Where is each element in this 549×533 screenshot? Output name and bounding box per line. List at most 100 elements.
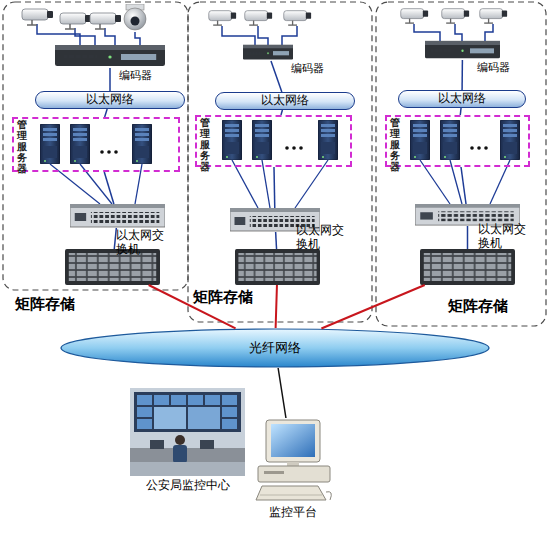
camera-icon xyxy=(60,13,91,29)
camera-wire xyxy=(282,26,297,45)
server-group: 管理服务器 xyxy=(195,115,352,167)
switch-icon xyxy=(415,204,520,225)
operator-body xyxy=(173,445,187,463)
camera-wire xyxy=(222,26,255,45)
camera-wire xyxy=(37,24,80,46)
device-label: 矩阵存储 xyxy=(448,298,528,315)
ellipsis-dot xyxy=(107,150,111,154)
camera-wire xyxy=(455,24,462,41)
ellipsis-dots xyxy=(100,146,488,154)
matrix-storage: 矩阵存储 xyxy=(235,249,320,285)
monitor-case xyxy=(266,420,320,462)
camera-wire xyxy=(75,28,95,46)
network-link xyxy=(104,172,114,204)
server-group: 管理服务器 xyxy=(385,115,530,167)
encoder-device: 编码器 xyxy=(243,44,293,61)
mouse-cable xyxy=(326,492,331,500)
matrix-storage: 矩阵存储 xyxy=(65,249,160,285)
network-link xyxy=(105,109,108,117)
column-frame xyxy=(3,2,188,290)
vertical-label: 管理服务器 xyxy=(200,117,211,172)
wall-screen xyxy=(222,395,237,405)
device-label: 矩阵存储 xyxy=(15,296,95,313)
server-icon xyxy=(500,120,520,160)
ethernet-band: 以太网络 xyxy=(35,91,185,109)
camera-icon xyxy=(480,9,507,23)
server-wire xyxy=(295,160,328,208)
video-wall xyxy=(134,392,241,432)
server-icon xyxy=(440,120,460,160)
network-link xyxy=(467,226,469,249)
camera-wire xyxy=(135,32,140,46)
node-label: 以太网络 xyxy=(438,92,486,106)
wall-screen xyxy=(205,395,220,405)
key-row xyxy=(260,495,322,496)
device-label: 编码器 xyxy=(291,63,341,76)
computer-icon xyxy=(256,420,331,500)
console-desk xyxy=(130,448,245,462)
monitor-stand xyxy=(287,462,299,466)
drive-slot xyxy=(264,471,284,474)
network-link xyxy=(278,368,286,418)
encoder-icon xyxy=(55,45,165,66)
camera-icon xyxy=(209,11,236,25)
server-icon xyxy=(222,120,242,160)
server-wire xyxy=(262,160,270,208)
column-frame xyxy=(188,2,372,322)
photo-background xyxy=(130,388,245,476)
storage-icon xyxy=(420,249,515,285)
matrix-storage: 矩阵存储 xyxy=(420,249,515,285)
network-link xyxy=(114,228,116,249)
storage-icon xyxy=(235,249,320,285)
server-icon xyxy=(132,124,152,164)
column-frame xyxy=(3,2,546,326)
camera-icon xyxy=(401,9,428,23)
network-link xyxy=(273,167,275,208)
network-link xyxy=(321,285,424,328)
control-center-photo: 公安局监控中心 xyxy=(130,388,245,476)
server-wire xyxy=(135,164,142,204)
ethernet-band: 以太网络 xyxy=(215,92,355,110)
device-label: 以太网交换机 xyxy=(116,229,166,257)
column-frame xyxy=(376,2,546,326)
server-wire xyxy=(50,164,100,204)
device-label: 编码器 xyxy=(477,62,527,75)
ellipsis-dot xyxy=(477,146,481,150)
ellipsis-dot xyxy=(114,150,118,154)
network-link xyxy=(461,167,466,204)
camera-icon xyxy=(284,11,311,25)
camera-wire xyxy=(485,24,493,41)
wall-screen xyxy=(137,419,152,429)
camera-icon xyxy=(245,11,272,25)
device-label: 以太网交换机 xyxy=(478,223,528,251)
wall-screen xyxy=(222,419,237,429)
network-link xyxy=(149,285,236,328)
server-wire xyxy=(232,160,258,208)
network-link xyxy=(271,61,282,92)
camera-icon xyxy=(90,13,121,29)
camera-icon xyxy=(442,9,469,23)
wall-screen xyxy=(188,407,220,429)
ellipsis-dot xyxy=(484,146,488,150)
network-link xyxy=(460,108,462,115)
wall-screen xyxy=(154,395,169,405)
server-icon xyxy=(410,120,430,160)
monitor-platform-computer: 监控平台 xyxy=(255,418,330,502)
node-label: 光纤网络 xyxy=(249,341,301,356)
fiber-network-ellipse: 光纤网络 xyxy=(60,328,490,368)
server-icon xyxy=(40,124,60,164)
video-wall-screens xyxy=(137,395,237,429)
keyboard xyxy=(256,486,326,500)
ethernet-switch: 以太网交换机 xyxy=(230,208,320,232)
monitor-screen xyxy=(271,424,315,457)
server-group: 管理服务器 xyxy=(12,117,180,172)
operator-head xyxy=(175,435,185,445)
node-label: 以太网络 xyxy=(261,94,309,108)
wall-screen xyxy=(188,395,203,405)
encoder-icon xyxy=(243,45,293,60)
wall-screen xyxy=(171,395,186,405)
network-link xyxy=(281,110,282,115)
ellipsis-dot xyxy=(299,146,303,150)
camera-group xyxy=(22,4,507,30)
